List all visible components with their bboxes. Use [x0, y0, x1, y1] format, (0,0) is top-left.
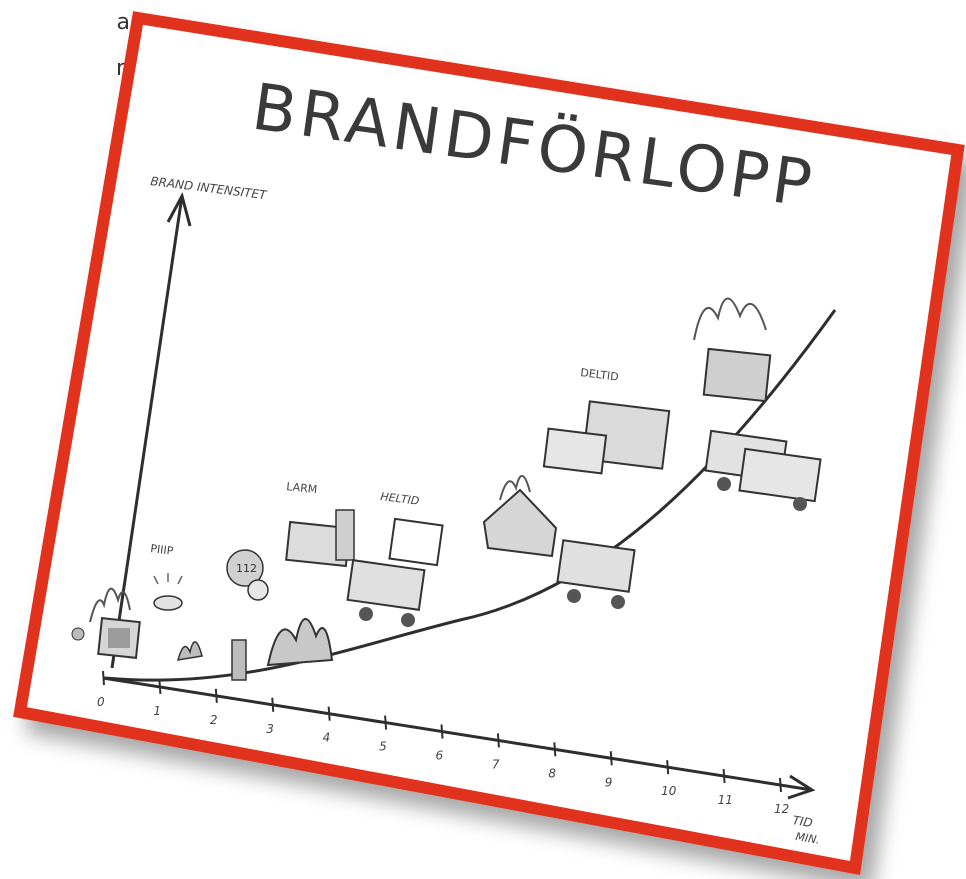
heltid-truck-illustration	[346, 517, 444, 627]
y-axis	[110, 191, 192, 669]
x-tick-mark	[440, 724, 444, 739]
small-flames-illustration	[176, 641, 203, 661]
x-tick-mark	[102, 670, 105, 686]
x-tick-label: 10	[661, 784, 677, 798]
x-tick-mark	[553, 742, 557, 757]
x-tick-label: 0	[97, 695, 105, 709]
x-tick-label: 7	[492, 757, 500, 771]
x-tick-label: 4	[323, 731, 331, 745]
x-tick-mark	[666, 760, 670, 775]
fully-burning-building-illustration	[693, 297, 772, 403]
burning-house-illustration	[482, 475, 558, 558]
x-tick-label: 12	[774, 802, 789, 816]
x-tick-mark	[327, 706, 331, 721]
x-tick-label: 3	[266, 722, 274, 736]
annotation-larm: LARM	[286, 480, 318, 496]
x-axis-label-tid: TID	[792, 813, 814, 830]
x-tick-label: 2	[210, 713, 218, 727]
annotation-112: 112	[236, 562, 257, 575]
x-tick-label: 11	[718, 793, 733, 807]
x-tick-label: 1	[153, 704, 161, 718]
x-axis	[102, 676, 816, 800]
x-tick-label: 6	[436, 749, 444, 763]
person-calling-illustration	[226, 549, 269, 681]
annotation-pip: PIIIP	[150, 542, 175, 558]
x-tick-mark	[722, 769, 726, 784]
x-tick-label: 9	[605, 775, 613, 789]
x-axis-label-min: MIN.	[795, 830, 821, 847]
final-trucks-illustration	[704, 429, 822, 511]
x-tick-mark	[609, 751, 613, 766]
growing-flames-illustration	[266, 618, 334, 667]
x-tick-label: 5	[379, 740, 387, 754]
x-tick-mark	[158, 679, 162, 694]
smoke-detector-illustration	[153, 573, 183, 611]
x-tick-label: 8	[548, 766, 556, 780]
x-tick-mark	[271, 697, 275, 712]
poster-frame	[13, 11, 965, 876]
x-tick-mark	[496, 733, 500, 748]
annotation-deltid: DELTID	[580, 366, 620, 384]
x-tick-mark	[779, 777, 782, 793]
x-tick-mark	[384, 715, 388, 730]
alarm-building-illustration	[285, 509, 355, 568]
x-tick-mark	[214, 688, 218, 703]
deltid-station-illustration	[542, 400, 671, 475]
middle-truck-illustration	[556, 539, 636, 609]
annotation-heltid: HELTID	[380, 490, 420, 508]
burning-tv-illustration	[71, 587, 141, 659]
side-text-fragment: a	[116, 10, 130, 35]
